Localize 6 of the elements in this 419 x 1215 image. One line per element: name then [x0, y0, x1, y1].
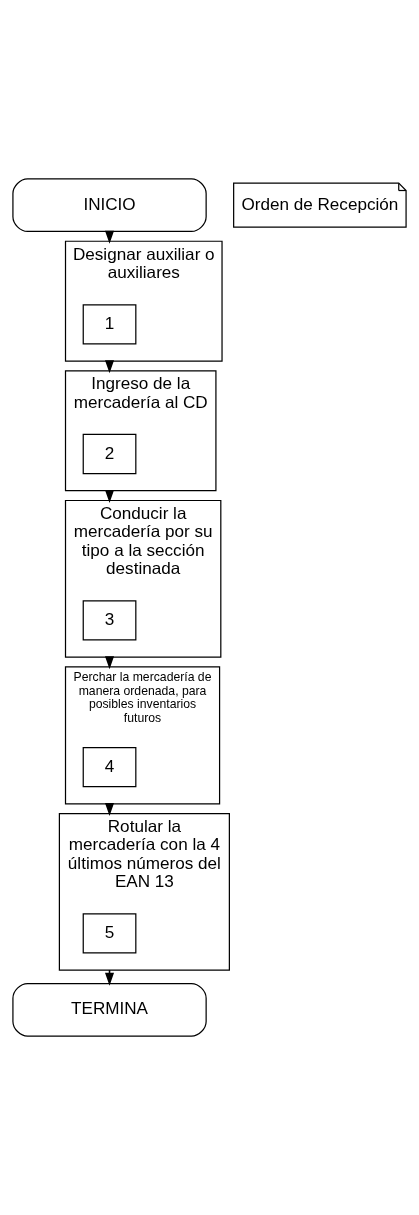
- node-box: 1: [82, 304, 137, 345]
- node-box: TERMINA: [12, 982, 207, 1037]
- node-box: 4: [82, 746, 137, 788]
- node-box: 3: [82, 600, 137, 641]
- node-box: 5: [82, 913, 137, 954]
- node-box: 2: [82, 433, 137, 475]
